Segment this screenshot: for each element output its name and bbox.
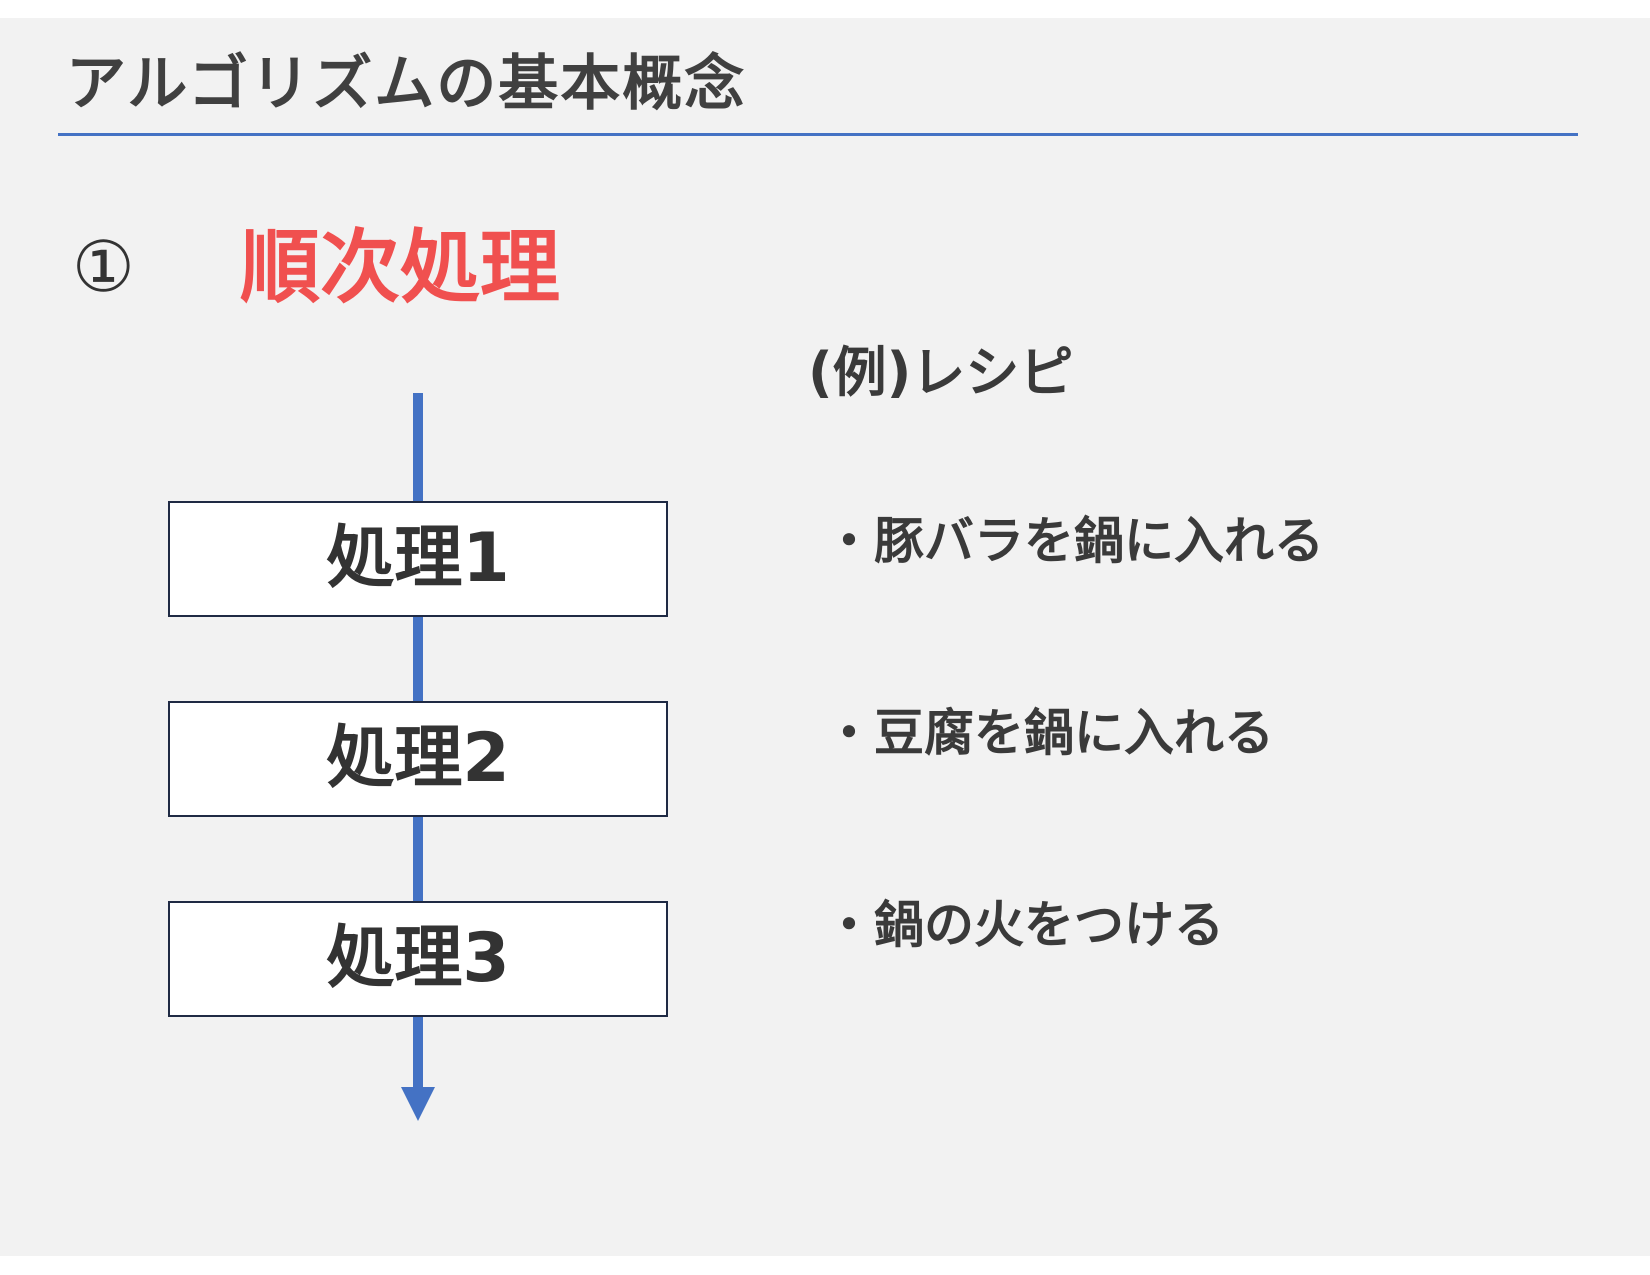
slide-title: アルゴリズムの基本概念 — [66, 49, 747, 119]
slide: アルゴリズムの基本概念 ① 順次処理 処理1 処理2 処理3 (例)レシピ ・豚… — [0, 18, 1650, 1256]
section-number: ① — [72, 226, 135, 308]
flow-arrowhead — [401, 1087, 435, 1121]
flow-step-label-1: 処理1 — [326, 519, 510, 598]
example-heading: (例)レシピ — [808, 341, 1074, 404]
section-title: 順次処理 — [240, 221, 560, 314]
flow-step-label-3: 処理3 — [326, 919, 510, 998]
title-underline — [58, 133, 1578, 136]
recipe-item-2: ・豆腐を鍋に入れる — [824, 704, 1274, 762]
flow-step-box-2: 処理2 — [168, 701, 668, 817]
recipe-item-3: ・鍋の火をつける — [824, 896, 1224, 954]
flow-connector-diagram — [401, 393, 435, 1121]
flow-step-box-3: 処理3 — [168, 901, 668, 1017]
flow-step-label-2: 処理2 — [326, 719, 510, 798]
flow-step-box-1: 処理1 — [168, 501, 668, 617]
recipe-item-1: ・豚バラを鍋に入れる — [824, 512, 1324, 570]
